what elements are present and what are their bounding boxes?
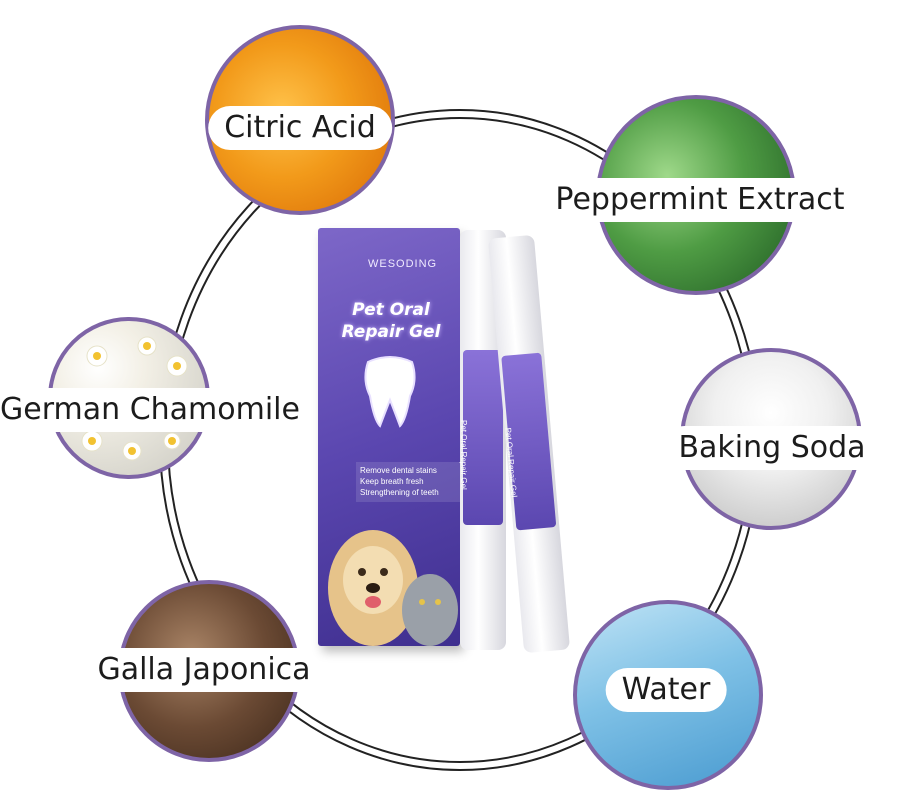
claim-item: Remove dental stains	[360, 466, 437, 475]
pen-label-band	[463, 350, 503, 525]
galla-japonica-label: Galla Japonica	[81, 648, 327, 692]
claim-item: Strengthening of teeth	[360, 487, 439, 497]
daisy-icons	[81, 336, 188, 461]
baking-soda-label: Baking Soda	[662, 426, 882, 470]
peppermint-label: Peppermint Extract	[539, 178, 861, 222]
product-claims: Remove dental stains Keep breath fresh S…	[356, 462, 460, 503]
claim-item: Keep breath fresh	[360, 476, 424, 486]
gel-pen-1: Pet Oral Repair Gel	[459, 230, 506, 650]
product-title-line2: Repair Gel	[341, 322, 441, 342]
citric-acid-label: Citric Acid	[208, 106, 392, 150]
pen-label: Pet Oral Repair Gel	[459, 420, 468, 490]
tooth-icon	[364, 356, 416, 428]
dog-and-cat-image	[328, 530, 458, 646]
product-title-line1: Pet Oral	[352, 300, 430, 320]
chamomile-label: German Chamomile	[0, 388, 316, 432]
product-box: WESODING Pet Oral Repair Gel Remove dent…	[318, 228, 460, 646]
water-label: Water	[605, 668, 727, 712]
brand-logo: WESODING	[368, 258, 438, 270]
